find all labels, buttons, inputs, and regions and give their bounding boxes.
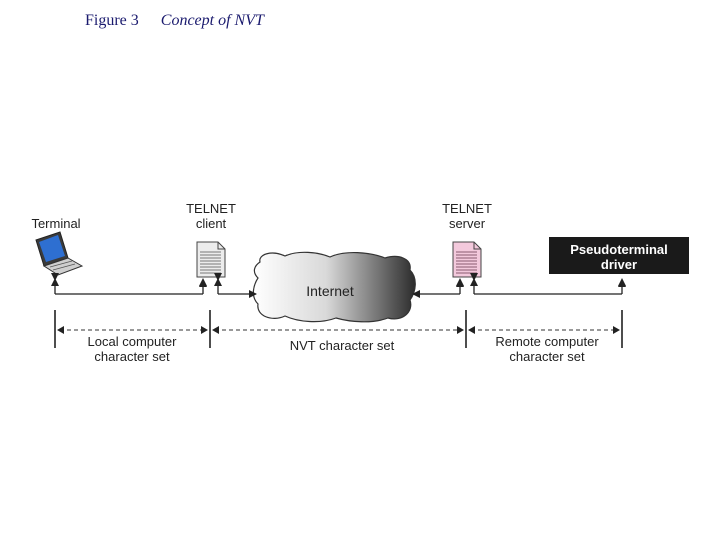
telnet-server-label-2: server <box>449 216 486 231</box>
terminal-label: Terminal <box>31 216 80 231</box>
telnet-client-label-1: TELNET <box>186 201 236 216</box>
remote-charset-label-2: character set <box>509 349 585 364</box>
pseudoterminal-label-1: Pseudoterminal <box>570 242 668 257</box>
figure-title: Concept of NVT <box>160 12 264 29</box>
document-icon <box>452 241 482 278</box>
pseudoterminal-box <box>549 237 689 274</box>
figure-number: Figure 3 <box>85 12 139 29</box>
internet-label: Internet <box>306 283 354 299</box>
telnet-client-label-2: client <box>196 216 227 231</box>
figure-caption: Figure 3 Concept of NVT <box>85 12 264 30</box>
document-icon <box>196 241 226 278</box>
nvt-charset-label: NVT character set <box>290 338 395 353</box>
pseudoterminal-label-2: driver <box>601 257 637 272</box>
telnet-server-label-1: TELNET <box>442 201 492 216</box>
cloud-icon <box>252 251 416 323</box>
laptop-icon <box>35 231 84 276</box>
local-charset-label-2: character set <box>94 349 170 364</box>
local-charset-label-1: Local computer <box>88 334 178 349</box>
remote-charset-label-1: Remote computer <box>495 334 599 349</box>
